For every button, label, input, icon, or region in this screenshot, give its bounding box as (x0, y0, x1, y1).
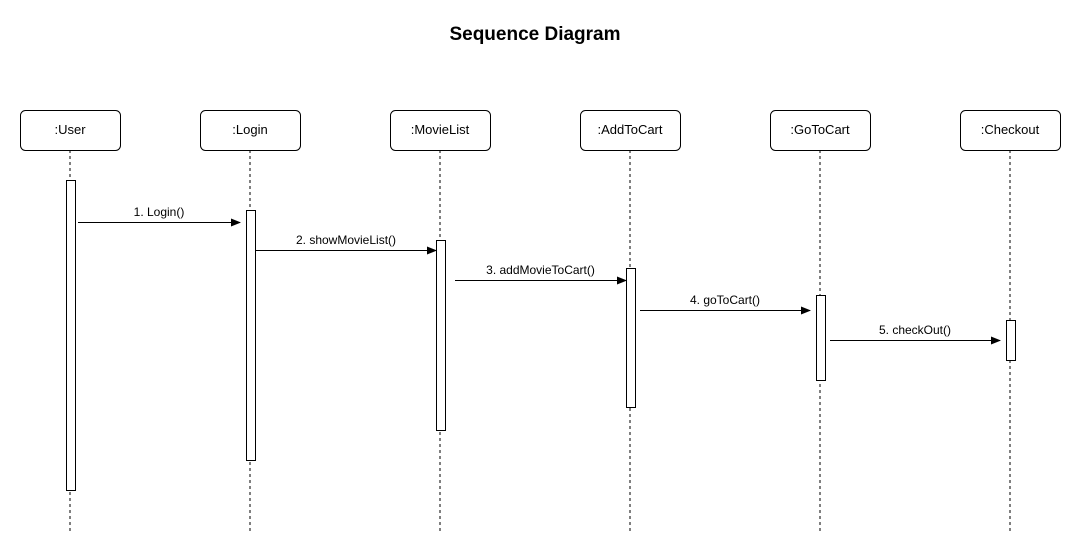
message-label: 5. checkOut() (879, 323, 951, 337)
participant-box (580, 110, 681, 151)
participant-box (20, 110, 121, 151)
participant-label: :Login (232, 122, 267, 137)
participant-label: :Checkout (981, 122, 1040, 137)
message-3: 3. addMovieToCart() (455, 263, 627, 285)
activation-bar-user (66, 180, 76, 491)
activation-bar-checkout (1006, 320, 1016, 361)
participant-login[interactable]: :Login (200, 110, 301, 151)
participant-user[interactable]: :User (20, 110, 121, 151)
message-label: 3. addMovieToCart() (486, 263, 595, 277)
participant-movielist[interactable]: :MovieList (390, 110, 491, 151)
participant-box (200, 110, 301, 151)
participant-label: :AddToCart (597, 122, 662, 137)
participant-checkout[interactable]: :Checkout (960, 110, 1061, 151)
message-label: 1. Login() (134, 205, 185, 219)
activation-bar-login (246, 210, 256, 461)
participant-label: :MovieList (411, 122, 470, 137)
participant-label: :User (54, 122, 86, 137)
activation-bar-gotocart (816, 295, 826, 381)
message-1: 1. Login() (78, 205, 241, 227)
message-5: 5. checkOut() (830, 323, 1001, 345)
diagram-title: Sequence Diagram (449, 24, 621, 45)
participant-label: :GoToCart (790, 122, 850, 137)
message-label: 4. goToCart() (690, 293, 760, 307)
participant-addtocart[interactable]: :AddToCart (580, 110, 681, 151)
participant-box (960, 110, 1061, 151)
activation-bar-movielist (436, 240, 446, 431)
message-4: 4. goToCart() (640, 293, 811, 315)
participant-box (390, 110, 491, 151)
participant-box (770, 110, 871, 151)
participant-gotocart[interactable]: :GoToCart (770, 110, 871, 151)
activation-bar-addtocart (626, 268, 636, 408)
message-label: 2. showMovieList() (296, 233, 396, 247)
message-2: 2. showMovieList() (256, 233, 437, 255)
